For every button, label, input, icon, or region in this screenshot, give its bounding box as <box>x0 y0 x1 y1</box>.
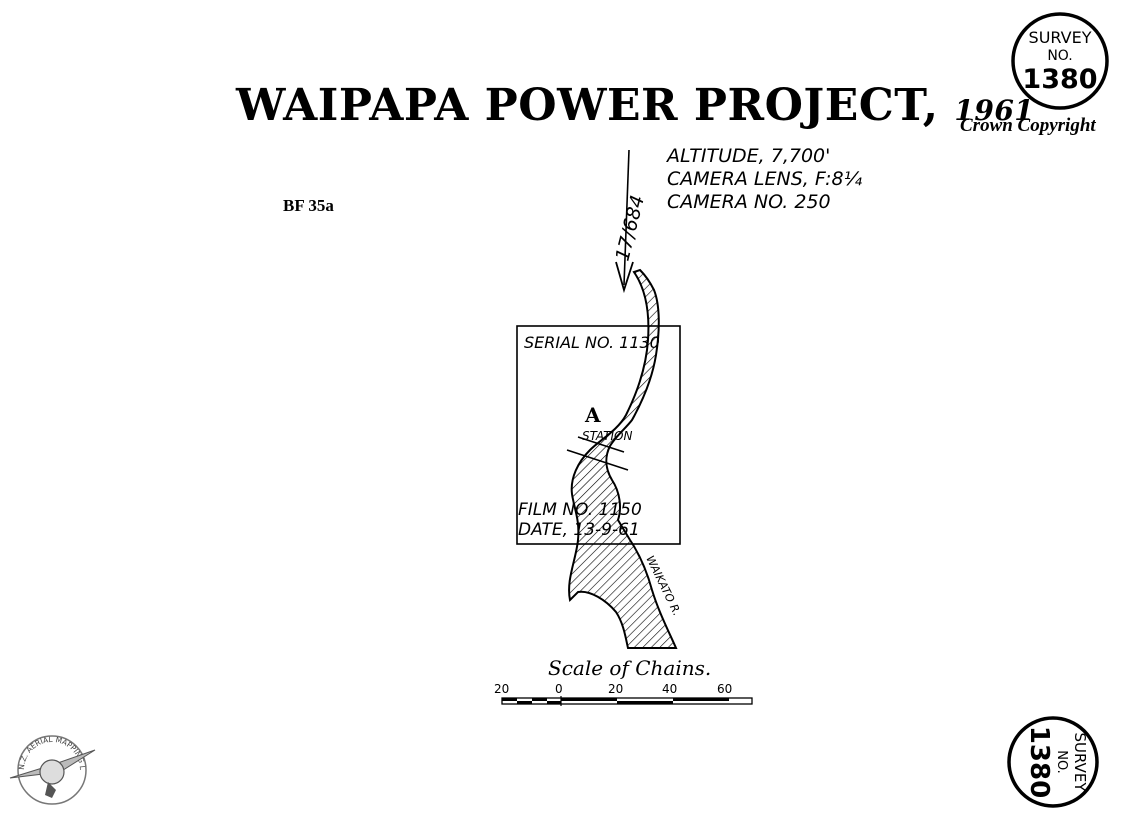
scale-bar <box>501 696 753 706</box>
station-label: STATION <box>582 429 632 443</box>
sheet-reference: BF 35a <box>283 196 334 215</box>
stamp-bottom-line2: NO. <box>1054 750 1069 774</box>
title-main: WAIPAPA POWER PROJECT, <box>236 80 939 131</box>
stamp-bottom-number: 1380 <box>1024 726 1054 798</box>
station-mark-line <box>577 436 625 453</box>
aerial-mapping-logo: N.Z. AERIAL MAPPING LTD. <box>0 0 96 805</box>
film-number-label: FILM NO. 1150 <box>518 500 642 520</box>
stamp-top-line1: SURVEY <box>1029 28 1092 47</box>
survey-stamp-top: SURVEY NO. 1380 <box>1011 12 1109 110</box>
scale-title: Scale of Chains. <box>548 656 711 680</box>
map-title: WAIPAPA POWER PROJECT, 1961 <box>236 80 1034 131</box>
station-mark-line <box>566 449 629 471</box>
globe-icon <box>39 759 65 785</box>
flight-line <box>623 149 630 286</box>
logo-text: N.Z. AERIAL MAPPING LTD. <box>0 0 87 771</box>
scale-tick-label: 40 <box>662 682 677 696</box>
stamp-top-number: 1380 <box>1022 64 1097 95</box>
camera-lens-text: CAMERA LENS, F:8¼ <box>667 168 863 190</box>
altitude-text: ALTITUDE, 7,700' <box>667 145 831 167</box>
survey-stamp-bottom: SURVEY NO. 1380 <box>1007 716 1099 808</box>
crown-copyright: Crown Copyright <box>960 115 1096 136</box>
waikato-river <box>568 268 678 649</box>
stamp-top-line2: NO. <box>1047 48 1072 64</box>
flight-line-label: 17/684 <box>612 193 650 263</box>
scale-tick-label: 0 <box>555 682 563 696</box>
title-year: 1961 <box>954 94 1035 127</box>
station-letter: A <box>584 403 601 427</box>
photo-date-label: DATE, 13-9-61 <box>518 520 640 540</box>
scale-tick-label: 20 <box>494 682 509 696</box>
stamp-bottom-line1: SURVEY <box>1071 732 1089 792</box>
camera-number-text: CAMERA NO. 250 <box>667 191 831 213</box>
flight-direction-arrow-icon <box>615 261 634 294</box>
scale-tick-label: 20 <box>608 682 623 696</box>
nz-map-icon <box>45 782 56 798</box>
photo-frame <box>516 325 681 545</box>
scale-tick-label: 60 <box>717 682 732 696</box>
serial-number-label: SERIAL NO. 1130 <box>524 333 660 352</box>
flight-info: ALTITUDE, 7,700' CAMERA LENS, F:8¼ CAMER… <box>667 145 862 214</box>
